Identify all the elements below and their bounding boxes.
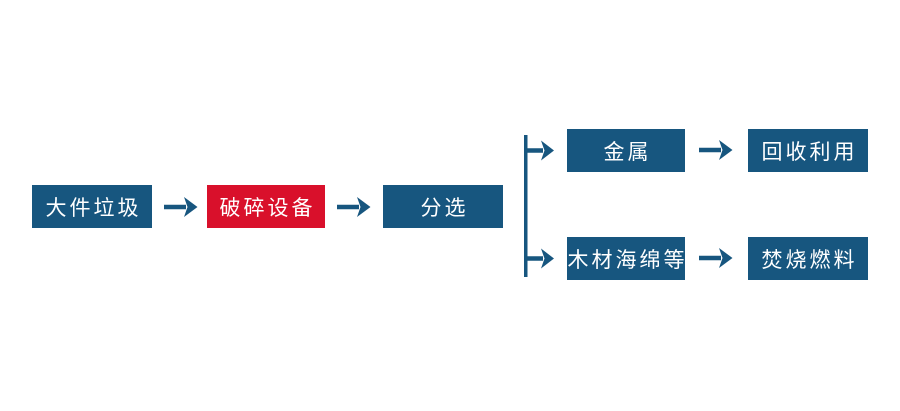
branch-connector-icon xyxy=(510,130,562,287)
node-incineration-fuel: 焚烧燃料 xyxy=(748,237,868,280)
arrow-right-icon xyxy=(699,138,733,167)
node-recycling: 回收利用 xyxy=(748,129,868,172)
arrow-right-icon xyxy=(164,195,198,224)
node-metal: 金属 xyxy=(567,129,685,172)
node-wood-sponge: 木材海绵等 xyxy=(567,237,685,280)
node-bulky-waste: 大件垃圾 xyxy=(32,185,152,228)
node-sorting: 分选 xyxy=(383,185,503,228)
node-crushing-equipment: 破碎设备 xyxy=(207,185,325,228)
arrow-right-icon xyxy=(337,195,371,224)
arrow-right-icon xyxy=(699,246,733,275)
